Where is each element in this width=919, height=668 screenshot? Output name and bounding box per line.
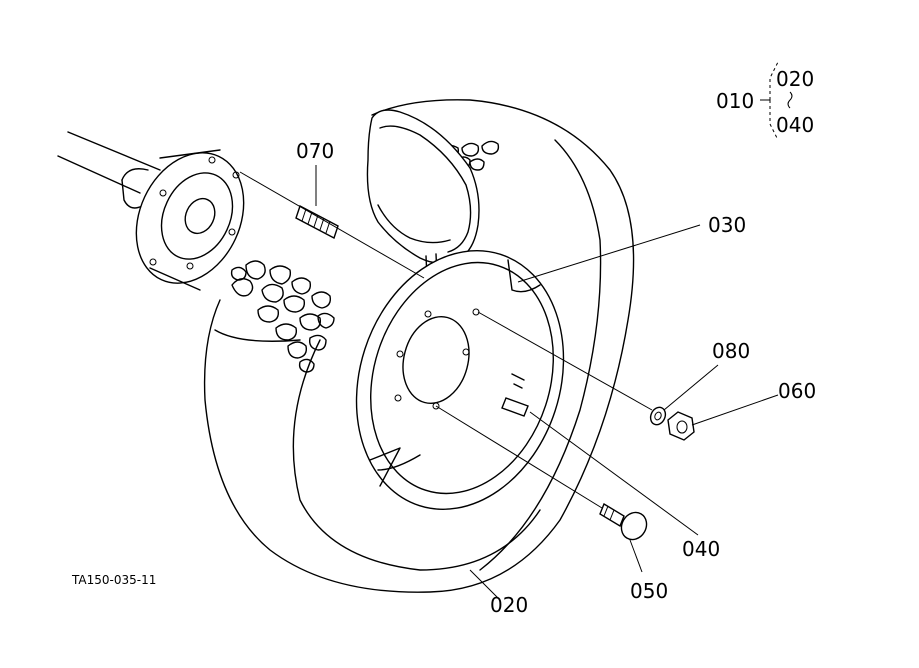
callout-010: 010 xyxy=(716,89,754,113)
leader-lines xyxy=(239,165,779,599)
figure-code: TA150-035-11 xyxy=(71,573,156,587)
callout-020-top: 020 xyxy=(776,67,814,91)
callout-040: 040 xyxy=(682,537,720,561)
callout-040-top: 040 xyxy=(776,113,814,137)
stud-bolt-070 xyxy=(295,204,339,240)
hub-flange xyxy=(121,149,245,291)
callout-050: 050 xyxy=(630,579,668,603)
tire xyxy=(203,99,635,593)
inner-tube xyxy=(366,109,480,264)
callout-080: 080 xyxy=(712,339,750,363)
assembly-bracket xyxy=(760,61,793,141)
bolt-050 xyxy=(599,502,648,541)
callout-030: 030 xyxy=(708,213,746,237)
rim-valve xyxy=(501,373,529,417)
callout-060: 060 xyxy=(778,379,816,403)
wheel-rim xyxy=(355,250,565,510)
nut-060 xyxy=(667,411,695,441)
tire-tread xyxy=(230,260,335,373)
axle-shaft xyxy=(57,131,161,194)
washer-080 xyxy=(649,406,667,426)
callout-070: 070 xyxy=(296,139,334,163)
callout-020: 020 xyxy=(490,593,528,617)
